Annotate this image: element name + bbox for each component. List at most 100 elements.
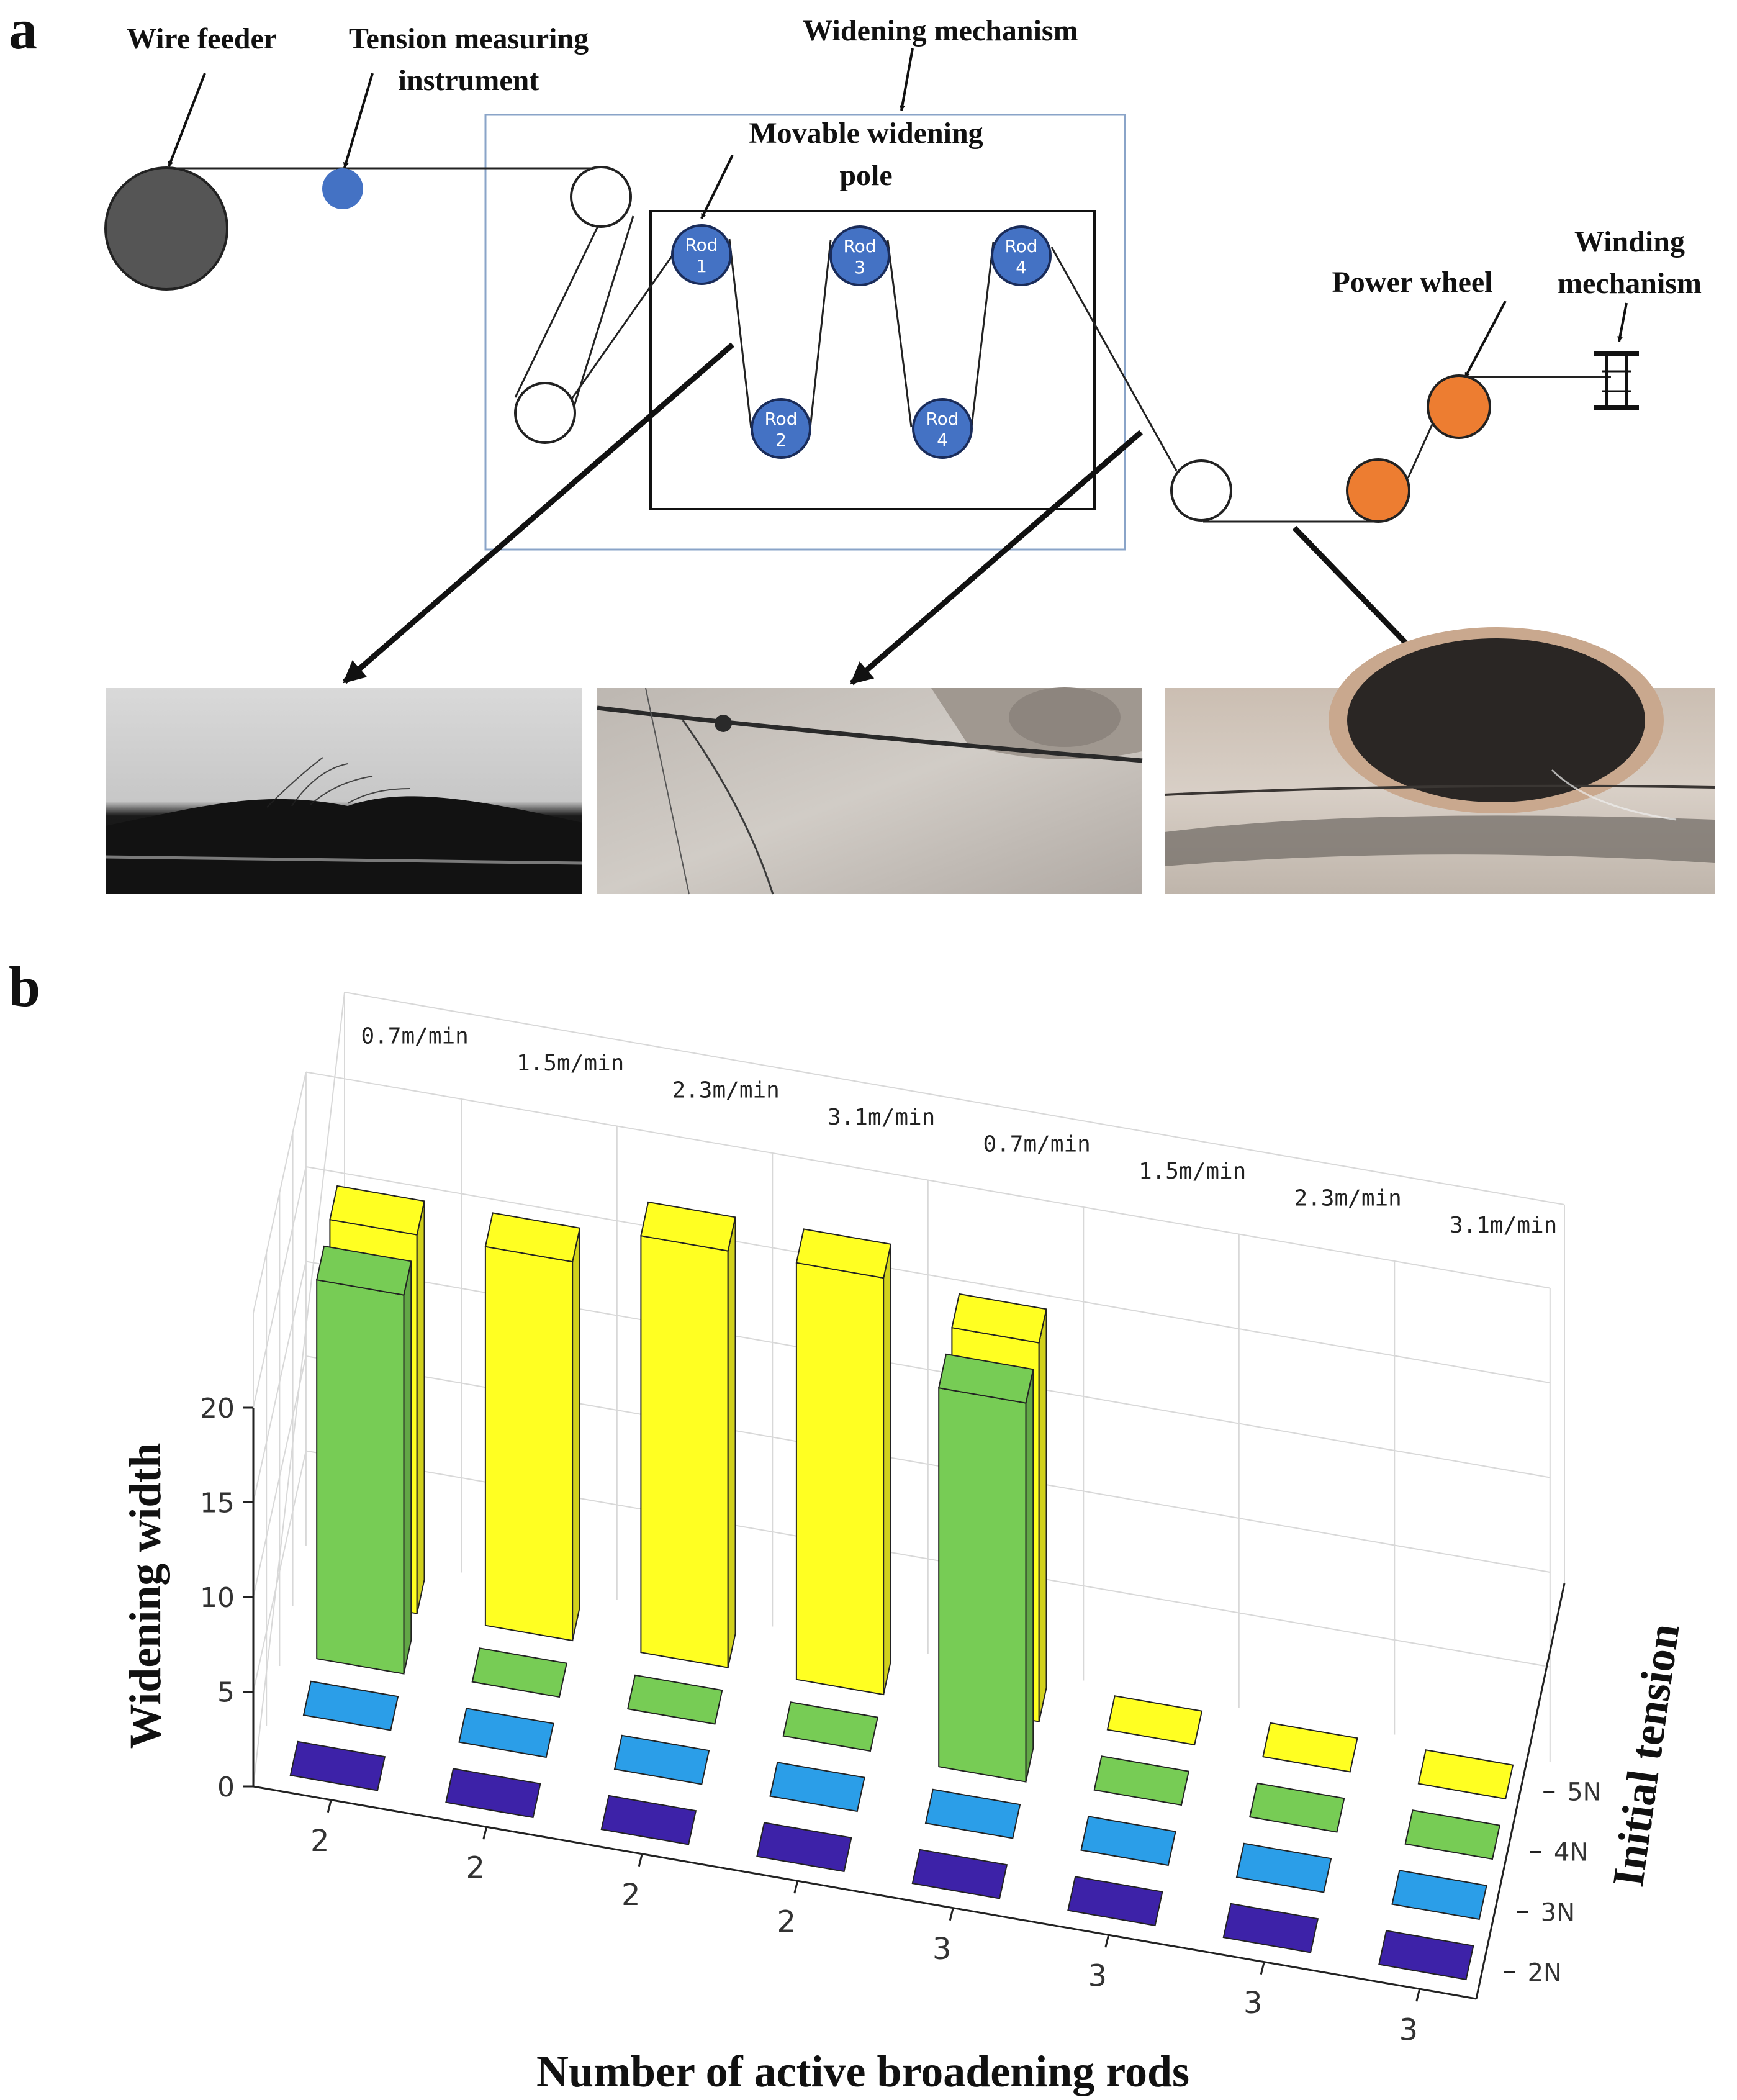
rod-label: Rod: [843, 236, 876, 256]
z-tick: 0: [217, 1772, 253, 1803]
bar-4N-8: [1404, 1809, 1500, 1860]
bar-5N-4: [795, 1228, 892, 1696]
tension-tick: 4N: [1530, 1839, 1588, 1867]
bar-3N-4: [769, 1762, 865, 1813]
photo-arrows: [343, 342, 1446, 686]
bar-2N-8: [1378, 1930, 1474, 1981]
bar-5N-6: [1106, 1695, 1203, 1746]
tension-tick: 2N: [1504, 1959, 1562, 1988]
speed-label: 1.5m/min: [1139, 1159, 1246, 1184]
svg-text:2: 2: [621, 1878, 641, 1912]
rod-label: Rod: [926, 409, 959, 429]
bar-2N-6: [1067, 1876, 1163, 1927]
photo-output-roller: [1164, 627, 1715, 894]
panel-a-letter: a: [9, 0, 37, 61]
rod-number: 2: [775, 430, 787, 450]
bar-3N-2: [458, 1708, 554, 1758]
tension-instrument-label-line1: Tension measuring: [349, 22, 589, 55]
tension-tick: 5N: [1543, 1778, 1602, 1807]
rod-label: Rod: [764, 409, 797, 429]
chart-axes: [252, 1408, 1566, 2000]
tension-instrument-dot: [322, 168, 363, 209]
speed-label: 3.1m/min: [828, 1105, 935, 1130]
power-wheel-upper: [1427, 374, 1491, 439]
x-tick: 3: [1088, 1934, 1110, 1993]
guide-wheel-left: [514, 382, 576, 444]
widening-mechanism-label: Widening mechanism: [803, 14, 1078, 47]
bar-4N-1: [316, 1245, 412, 1675]
bar-5N-2: [484, 1212, 581, 1642]
movable-pole-label-line1: Movable widening: [749, 117, 983, 150]
bar-3N-3: [613, 1734, 710, 1785]
guide-wheel-right: [1170, 459, 1232, 522]
bar-4N-3: [627, 1674, 723, 1725]
speed-label: 0.7m/min: [983, 1132, 1090, 1157]
bar-5N-8: [1417, 1749, 1514, 1800]
svg-text:5N: 5N: [1567, 1778, 1601, 1807]
power-wheel-lower: [1346, 458, 1410, 523]
x-tick: 2: [777, 1880, 799, 1939]
x-tick: 2: [466, 1826, 488, 1885]
bar-2N-7: [1222, 1903, 1319, 1953]
movable-pole-box: [649, 210, 1096, 510]
power-wheel-label: Power wheel: [1332, 266, 1492, 299]
bar-4N-4: [782, 1701, 878, 1752]
bars: [289, 1185, 1514, 1981]
winding-spool-icon: [1594, 351, 1639, 410]
bar-4N-5: [938, 1353, 1034, 1783]
bar-2N-3: [600, 1795, 697, 1845]
rod-number: 4: [1016, 257, 1027, 278]
bar-4N-6: [1093, 1755, 1189, 1806]
movable-pole-label-line2: pole: [839, 159, 892, 192]
y-axis-label: Initial tension: [1603, 1621, 1689, 1890]
x-tick: 3: [932, 1908, 954, 1966]
speed-label: 0.7m/min: [361, 1024, 468, 1049]
bar-3N-6: [1080, 1816, 1176, 1867]
panel-a: a Wire feeder Tension measuring instrume…: [9, 0, 1715, 895]
svg-text:20: 20: [200, 1393, 235, 1424]
bar-4N-7: [1249, 1782, 1345, 1833]
z-tick: 20: [200, 1393, 253, 1424]
guide-wheel-top: [570, 166, 632, 228]
svg-text:0: 0: [217, 1772, 235, 1803]
speed-label: 1.5m/min: [517, 1051, 624, 1076]
x-tick: 3: [1399, 1988, 1421, 2047]
svg-text:4N: 4N: [1554, 1839, 1588, 1867]
svg-text:3: 3: [1399, 2012, 1418, 2047]
wire-feeder-wheel: [104, 166, 228, 291]
svg-text:2: 2: [310, 1824, 330, 1858]
rod-number: 3: [854, 257, 865, 278]
bar-3N-5: [924, 1788, 1021, 1839]
speed-label: 2.3m/min: [672, 1078, 779, 1103]
z-tick: 10: [200, 1582, 253, 1614]
z-axis-label: Widening width: [120, 1443, 170, 1749]
photo-rod-contact: [597, 687, 1143, 895]
svg-text:15: 15: [200, 1488, 235, 1519]
rod-label: Rod: [1004, 236, 1037, 256]
svg-text:5: 5: [217, 1677, 235, 1709]
z-tick: 5: [217, 1677, 253, 1709]
bar-2N-5: [911, 1849, 1008, 1899]
speed-label: 3.1m/min: [1450, 1213, 1557, 1238]
svg-text:3: 3: [1088, 1958, 1107, 1993]
rod-number: 4: [937, 430, 948, 450]
bar-2N-2: [445, 1768, 541, 1819]
svg-text:2: 2: [466, 1850, 485, 1885]
bar-2N-4: [756, 1822, 852, 1873]
speed-label: 2.3m/min: [1294, 1186, 1401, 1211]
bar-3N-8: [1391, 1870, 1487, 1921]
tension-instrument-label-line2: instrument: [399, 64, 539, 97]
svg-text:2N: 2N: [1528, 1959, 1562, 1988]
panel-b-letter: b: [9, 955, 40, 1018]
winding-label-line1: Winding: [1574, 225, 1685, 258]
x-tick: 3: [1243, 1962, 1265, 2021]
x-axis-label: Number of active broadening rods: [536, 2047, 1189, 2096]
bar-5N-7: [1262, 1722, 1358, 1773]
